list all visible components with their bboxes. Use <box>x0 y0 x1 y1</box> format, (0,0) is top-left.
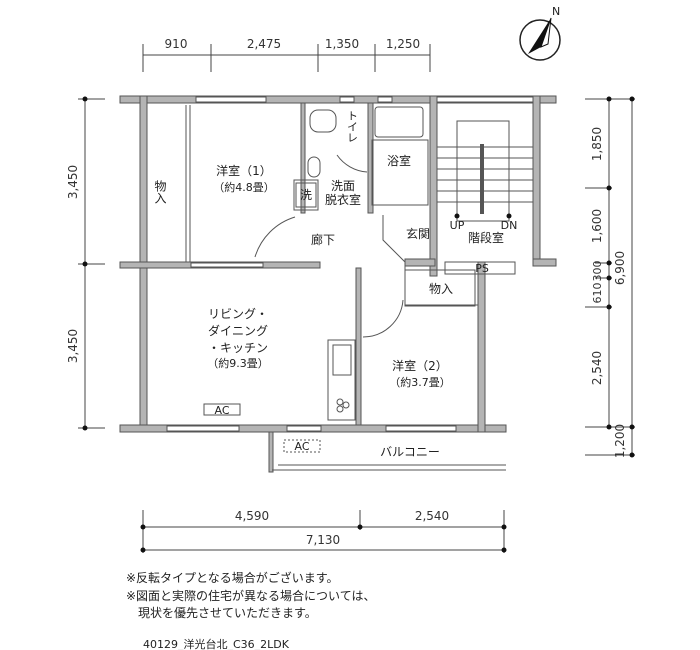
kitchen-counter <box>327 339 356 421</box>
bathroom-label: 浴室 <box>387 153 411 168</box>
note-2: ※図面と実際の住宅が異なる場合については、 <box>126 588 375 603</box>
stairs-up-label: UP <box>450 219 465 232</box>
compass-icon: N <box>519 5 561 61</box>
washroom-label-1: 洗面 <box>331 179 355 193</box>
left-dimension-line: 3,450 3,450 <box>66 96 105 431</box>
plan-id-footer: 40129_洋光台北_C36_2LDK <box>143 637 290 650</box>
balcony-label: バルコニー <box>380 445 440 459</box>
dim-right-6: 1,200 <box>613 424 627 458</box>
top-dimension-line: 910 2,475 1,350 1,250 <box>142 37 431 72</box>
dim-left-1: 3,450 <box>66 165 80 199</box>
note-1: ※反転タイプとなる場合がございます。 <box>126 570 339 585</box>
western-room-2-label: 洋室（2） <box>392 358 448 373</box>
closet-2-label: 物入 <box>429 282 453 296</box>
dim-bottom-1: 4,590 <box>235 509 269 523</box>
dim-right-total: 6,900 <box>613 251 627 285</box>
dim-right-1: 1,850 <box>590 127 604 161</box>
hallway-label: 廊下 <box>311 232 335 247</box>
north-label: N <box>552 5 560 18</box>
closet-1-label-a: 物入 <box>153 180 167 204</box>
ac-outdoor-label: AC <box>294 440 309 453</box>
dim-top-2: 2,475 <box>247 37 281 51</box>
dim-bottom-2: 2,540 <box>415 509 449 523</box>
washroom-label-2: 脱衣室 <box>325 192 361 207</box>
dim-top-4: 1,250 <box>386 37 420 51</box>
dim-top-1: 910 <box>165 37 188 51</box>
washing-machine-space <box>293 179 319 211</box>
walls <box>119 95 557 473</box>
note-3: 現状を優先させていただきます。 <box>126 606 317 620</box>
ldk-size: （約9.3畳） <box>207 356 269 370</box>
fixtures <box>185 105 533 471</box>
entrance-label: 玄関 <box>406 226 430 241</box>
ldk-label-1: リビング・ <box>208 307 268 321</box>
ac-indoor-label: AC <box>214 404 229 417</box>
toilet-label: トイレ <box>346 110 359 143</box>
dim-right-2: 1,600 <box>590 209 604 243</box>
stairwell-label: 階段室 <box>468 230 504 245</box>
dim-top-3: 1,350 <box>325 37 359 51</box>
dim-bottom-total: 7,130 <box>306 533 340 547</box>
sink-icon <box>307 156 321 178</box>
right-dimension-line: 1,850 1,600 300 610 2,540 1,200 6,900 <box>585 96 635 458</box>
room-labels: 物入 洋室（1） （約4.8畳） トイレ 浴室 洗 洗面 脱衣室 廊下 玄関 U… <box>153 110 517 459</box>
ldk-label-2: ダイニング <box>208 323 268 338</box>
dim-left-2: 3,450 <box>66 329 80 363</box>
door-swing <box>254 216 296 258</box>
western-room-2-size: （約3.7畳） <box>389 375 451 389</box>
stairs-down-label: DN <box>501 219 518 232</box>
western-room-1-label: 洋室（1） <box>216 163 272 178</box>
ldk-label-3: ・キッチン <box>208 341 268 355</box>
bathtub-icon <box>374 106 424 138</box>
bottom-dimension-line: 4,590 2,540 7,130 <box>140 509 507 553</box>
dim-right-5: 2,540 <box>590 351 604 385</box>
washing-machine-label: 洗 <box>300 188 312 202</box>
dim-right-4: 610 <box>591 283 604 304</box>
pipe-space-label: PS <box>475 262 489 275</box>
western-room-1-size: （約4.8畳） <box>213 180 275 194</box>
dim-right-3: 300 <box>591 261 604 282</box>
toilet-icon <box>309 109 337 133</box>
